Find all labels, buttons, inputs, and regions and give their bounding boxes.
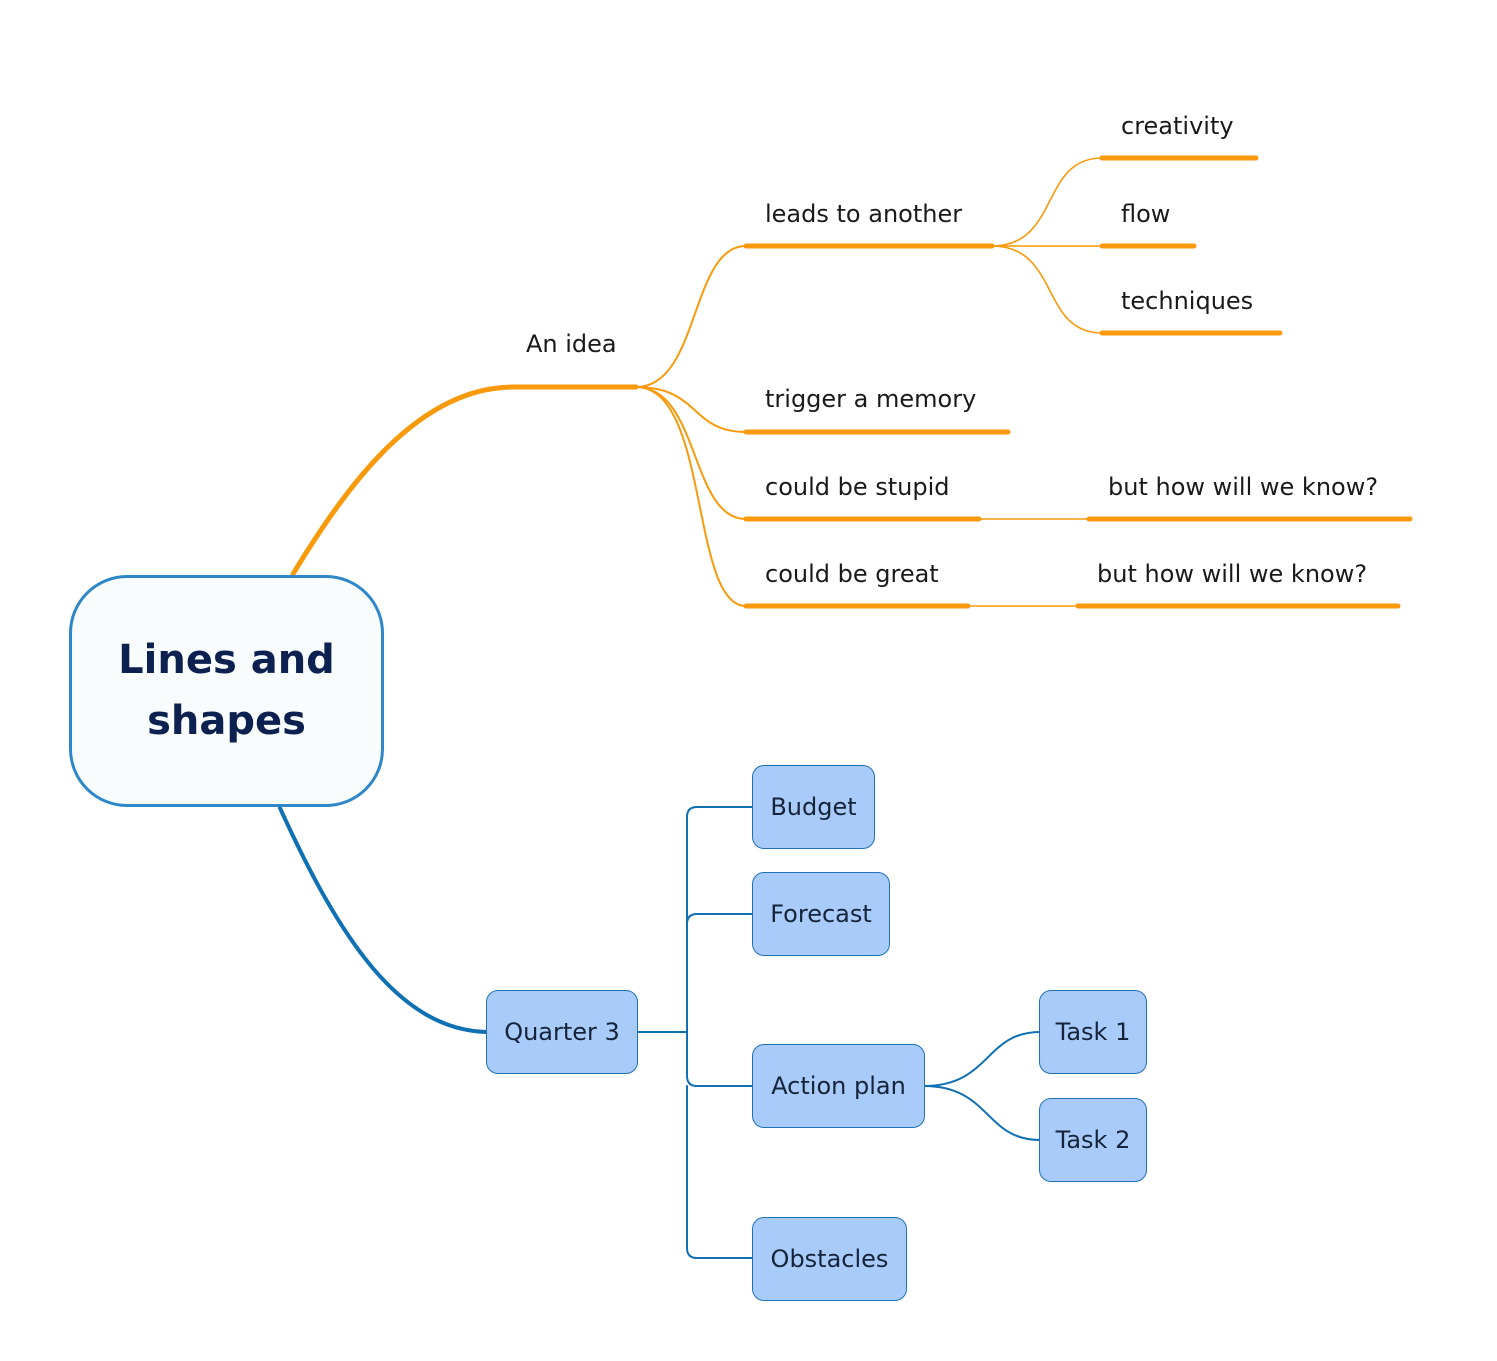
topic-budget-label: Budget xyxy=(770,793,857,821)
topic-obstacles-label: Obstacles xyxy=(770,1245,889,1273)
connector-leads-to-creativity xyxy=(991,157,1103,247)
topic-obstacles[interactable]: Obstacles xyxy=(752,1217,907,1301)
connector-central-to-quarter-3 xyxy=(278,806,489,1034)
topic-trigger-a-memory[interactable]: trigger a memory xyxy=(765,385,977,413)
topic-forecast[interactable]: Forecast xyxy=(752,872,890,956)
topic-creativity[interactable]: creativity xyxy=(1121,112,1234,140)
topic-could-be-great[interactable]: could be great xyxy=(765,560,939,588)
topic-an-idea[interactable]: An idea xyxy=(526,330,617,358)
connector-leads-to-techniques xyxy=(991,245,1103,334)
topic-but-how-will-we-know-1[interactable]: but how will we know? xyxy=(1108,473,1379,501)
topic-task-2-label: Task 2 xyxy=(1055,1126,1131,1154)
topic-budget[interactable]: Budget xyxy=(752,765,875,849)
topic-task-2[interactable]: Task 2 xyxy=(1039,1098,1147,1182)
connector-trunk-forecast xyxy=(686,913,754,925)
connector-an-idea-to-leads-to-another xyxy=(635,245,747,388)
central-topic-title: Lines and shapes xyxy=(118,637,335,744)
central-topic[interactable]: Lines and shapes xyxy=(69,575,384,807)
connector-trunk-budget xyxy=(686,806,754,1033)
topic-could-be-stupid[interactable]: could be stupid xyxy=(765,473,950,501)
topic-forecast-label: Forecast xyxy=(770,900,872,928)
topic-flow[interactable]: flow xyxy=(1121,200,1171,228)
topic-task-1[interactable]: Task 1 xyxy=(1039,990,1147,1074)
connector-central-to-an-idea xyxy=(290,384,515,577)
connector-an-idea-to-could-be-great xyxy=(635,386,747,607)
topic-action-plan[interactable]: Action plan xyxy=(752,1044,925,1128)
connector-an-idea-to-could-be-stupid xyxy=(635,386,747,520)
connector-trunk-obstacles xyxy=(686,1085,754,1259)
connector-action-plan-to-task-1 xyxy=(923,1031,1041,1087)
topic-task-1-label: Task 1 xyxy=(1055,1018,1131,1046)
connector-an-idea-to-trigger-a-memory xyxy=(635,386,747,433)
topic-but-how-will-we-know-2[interactable]: but how will we know? xyxy=(1097,560,1368,588)
connector-action-plan-to-task-2 xyxy=(923,1085,1041,1141)
topic-action-plan-label: Action plan xyxy=(771,1072,906,1100)
topic-leads-to-another[interactable]: leads to another xyxy=(765,200,963,228)
topic-quarter-3[interactable]: Quarter 3 xyxy=(486,990,638,1074)
topic-techniques[interactable]: techniques xyxy=(1121,287,1254,315)
topic-quarter-3-label: Quarter 3 xyxy=(504,1018,620,1046)
connector-trunk-action-plan xyxy=(686,1031,754,1087)
